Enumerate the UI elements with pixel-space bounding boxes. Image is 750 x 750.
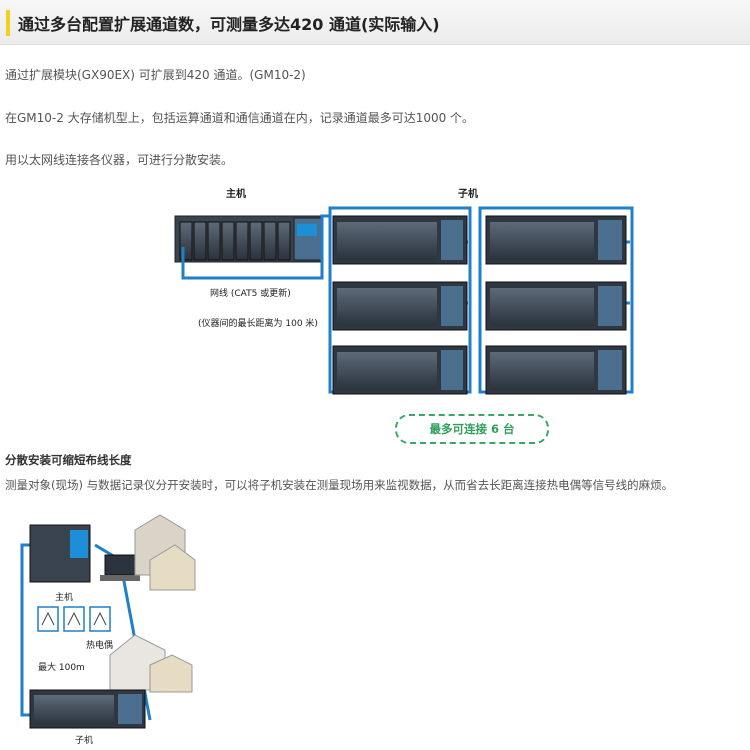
section-title: 分散安装可缩短布线长度 bbox=[5, 453, 132, 467]
header-accent-bar bbox=[6, 10, 10, 36]
main-unit-label: 主机 bbox=[226, 189, 246, 200]
field-diagram bbox=[20, 514, 196, 729]
sub-unit-label: 子机 bbox=[458, 189, 478, 200]
page-header: 通过多台配置扩展通道数，可测量多达420 通道(实际输入) bbox=[0, 0, 750, 45]
section-text: 测量对象(现场) 与数据记录仪分开安装时，可以将子机安装在测量现场用来监视数据，… bbox=[5, 478, 674, 492]
sub-unit-images bbox=[332, 215, 627, 395]
max-units-badge: 最多可连接 6 台 bbox=[395, 414, 549, 444]
max-distance-label: 最大 100m bbox=[38, 663, 85, 673]
paragraph-expansion: 通过扩展模块(GX90EX) 可扩展到420 通道。(GM10-2) bbox=[5, 68, 306, 82]
thermocouple-label: 热电偶 bbox=[86, 641, 114, 651]
distance-label: (仪器间的最长距离为 100 米) bbox=[198, 319, 318, 329]
paragraph-ethernet: 用以太网线连接各仪器，可进行分散安装。 bbox=[5, 153, 234, 167]
cable-label: 网线 (CAT5 或更新) bbox=[210, 289, 291, 299]
page-title: 通过多台配置扩展通道数，可测量多达420 通道(实际输入) bbox=[18, 15, 440, 34]
main-unit-label-2: 主机 bbox=[55, 593, 74, 603]
main-unit-image bbox=[174, 215, 324, 263]
sub-unit-label-2: 子机 bbox=[75, 736, 94, 746]
paragraph-channels: 在GM10-2 大存储机型上，包括运算通道和通信通道在内，记录通道最多可达100… bbox=[5, 111, 475, 125]
